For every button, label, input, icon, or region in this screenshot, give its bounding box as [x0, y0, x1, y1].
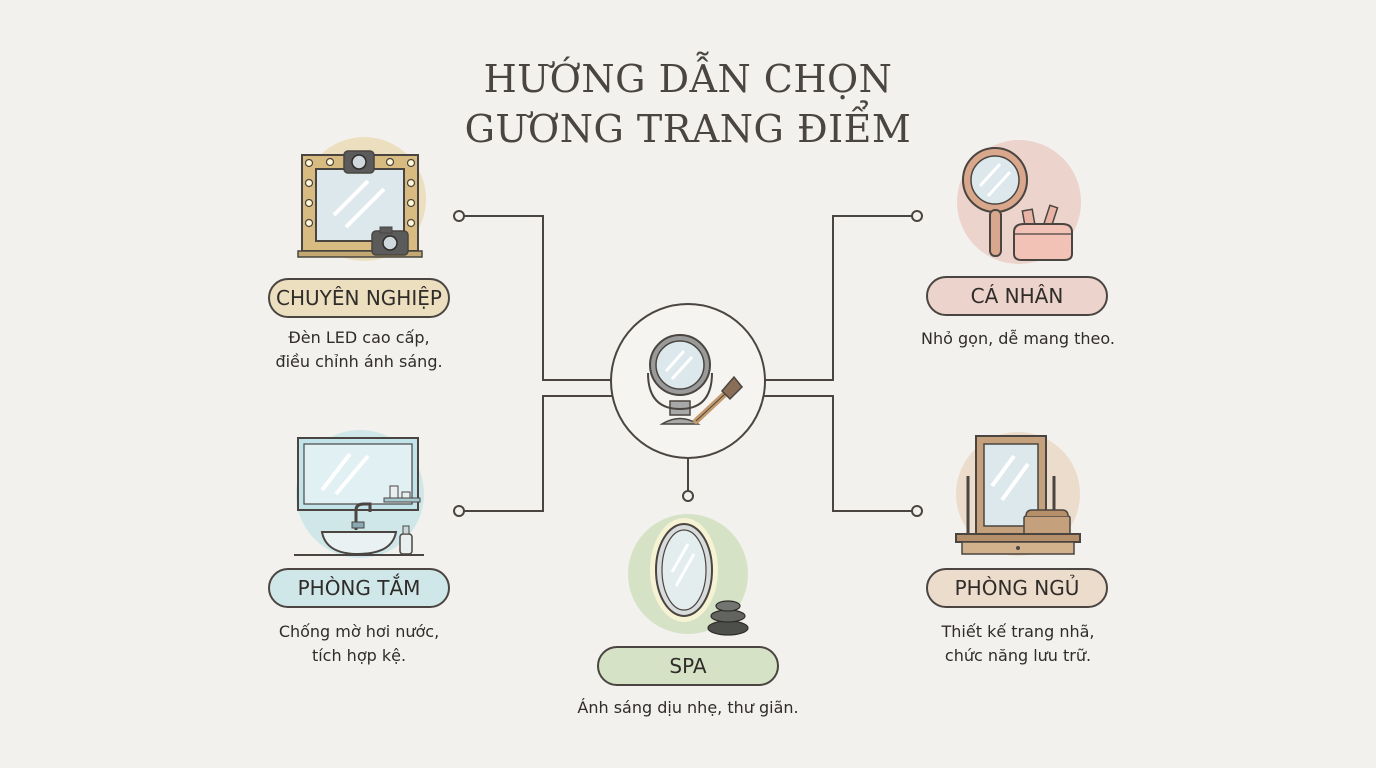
desc-professional-line-2: điều chỉnh ánh sáng.: [275, 352, 443, 371]
desc-spa-line-1: Ánh sáng dịu nhẹ, thư giãn.: [577, 698, 799, 717]
title-line-2: GƯƠNG TRANG ĐIỂM: [464, 107, 912, 151]
dresser-mirror-icon: [955, 432, 1081, 556]
bathroom-mirror-sink-icon: [294, 430, 424, 558]
connector-personal: [764, 215, 917, 381]
label-bathroom: PHÒNG TẮM: [268, 568, 450, 608]
vanity-mirror-camera-icon: [297, 137, 426, 261]
label-bedroom: PHÒNG NGỦ: [926, 568, 1108, 608]
connector-dot-bedroom: [911, 505, 923, 517]
connector-bathroom: [459, 395, 612, 512]
desc-bedroom: Thiết kế trang nhã, chức năng lưu trữ.: [887, 620, 1149, 668]
hand-mirror-cosmetic-bag-icon: [957, 140, 1081, 264]
desc-bedroom-line-2: chức năng lưu trữ.: [944, 646, 1092, 665]
connector-dot-personal: [911, 210, 923, 222]
label-spa: SPA: [597, 646, 779, 686]
title-line-1: HƯỚNG DẪN CHỌN: [483, 57, 893, 101]
label-professional: CHUYÊN NGHIỆP: [268, 278, 450, 318]
page-title: HƯỚNG DẪN CHỌN GƯƠNG TRANG ĐIỂM: [388, 54, 988, 154]
label-personal: CÁ NHÂN: [926, 276, 1108, 316]
desc-bedroom-line-1: Thiết kế trang nhã,: [941, 622, 1095, 641]
makeup-mirror-brush-icon: [610, 303, 766, 459]
connector-dot-spa: [682, 490, 694, 502]
desc-bathroom-line-2: tích hợp kệ.: [311, 646, 407, 665]
connector-bedroom: [764, 395, 917, 512]
desc-bathroom: Chống mờ hơi nước, tích hợp kệ.: [228, 620, 490, 668]
connector-professional: [459, 215, 612, 381]
desc-professional-line-1: Đèn LED cao cấp,: [288, 328, 430, 347]
desc-bathroom-line-1: Chống mờ hơi nước,: [278, 622, 440, 641]
desc-spa: Ánh sáng dịu nhẹ, thư giãn.: [538, 696, 838, 720]
desc-personal-line-1: Nhỏ gọn, dễ mang theo.: [921, 329, 1115, 348]
glowing-oval-mirror-stones-icon: [628, 514, 749, 636]
connector-dot-professional: [453, 210, 465, 222]
desc-personal: Nhỏ gọn, dễ mang theo.: [887, 327, 1149, 351]
desc-professional: Đèn LED cao cấp, điều chỉnh ánh sáng.: [228, 326, 490, 374]
connector-dot-bathroom: [453, 505, 465, 517]
